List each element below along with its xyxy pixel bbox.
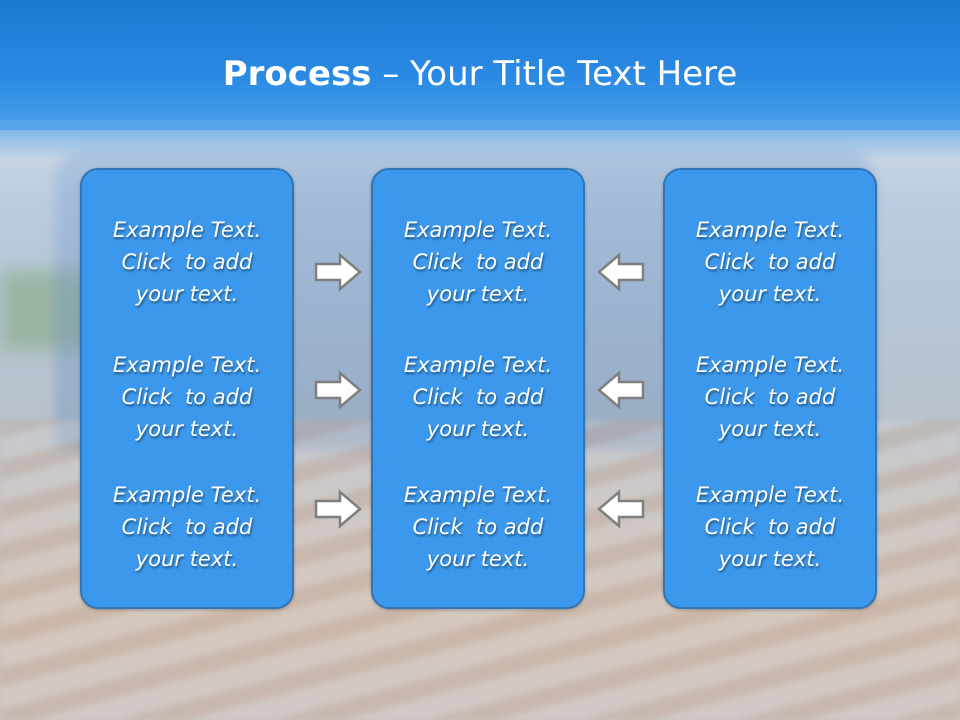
- text-line: Click to add: [704, 385, 836, 409]
- text-line: Click to add: [121, 515, 253, 539]
- text-block[interactable]: Example Text. Click to add your text.: [82, 214, 292, 310]
- text-line: Click to add: [704, 250, 836, 274]
- text-line: Example Text.: [695, 353, 845, 377]
- arrow-right-icon[interactable]: [314, 252, 362, 292]
- text-line: your text.: [718, 417, 822, 441]
- text-line: your text.: [135, 547, 239, 571]
- text-line: your text.: [718, 282, 822, 306]
- text-line: Example Text.: [403, 483, 553, 507]
- text-block[interactable]: Example Text. Click to add your text.: [665, 479, 875, 575]
- text-block[interactable]: Example Text. Click to add your text.: [373, 479, 583, 575]
- text-line: Example Text.: [695, 218, 845, 242]
- arrow-left-icon[interactable]: [597, 252, 645, 292]
- slide-title[interactable]: Process – Your Title Text Here: [0, 52, 960, 96]
- text-line: Example Text.: [695, 483, 845, 507]
- text-block[interactable]: Example Text. Click to add your text.: [665, 349, 875, 445]
- process-box-3[interactable]: Example Text. Click to add your text. Exam…: [663, 168, 877, 609]
- text-line: Click to add: [704, 515, 836, 539]
- text-block[interactable]: Example Text. Click to add your text.: [373, 214, 583, 310]
- text-line: Example Text.: [403, 218, 553, 242]
- process-box-1[interactable]: Example Text. Click to add your text. Exam…: [80, 168, 294, 609]
- text-line: your text.: [426, 282, 530, 306]
- slide-title-bold: Process: [222, 54, 372, 94]
- text-line: your text.: [135, 282, 239, 306]
- arrow-left-icon[interactable]: [597, 489, 645, 529]
- text-line: Example Text.: [112, 218, 262, 242]
- arrow-left-icon[interactable]: [597, 370, 645, 410]
- text-line: your text.: [426, 417, 530, 441]
- text-line: your text.: [426, 547, 530, 571]
- title-bar-fade: [0, 120, 960, 160]
- text-block[interactable]: Example Text. Click to add your text.: [665, 214, 875, 310]
- arrow-right-icon[interactable]: [314, 489, 362, 529]
- title-bar: [0, 0, 960, 130]
- text-line: Example Text.: [403, 353, 553, 377]
- text-line: Click to add: [412, 250, 544, 274]
- text-line: Example Text.: [112, 353, 262, 377]
- slide-title-rest: – Your Title Text Here: [371, 54, 738, 94]
- text-line: Example Text.: [112, 483, 262, 507]
- text-line: Click to add: [121, 385, 253, 409]
- arrow-right-icon[interactable]: [314, 370, 362, 410]
- text-line: Click to add: [412, 385, 544, 409]
- process-box-2[interactable]: Example Text. Click to add your text. Exam…: [371, 168, 585, 609]
- text-line: your text.: [135, 417, 239, 441]
- text-block[interactable]: Example Text. Click to add your text.: [82, 479, 292, 575]
- text-block[interactable]: Example Text. Click to add your text.: [82, 349, 292, 445]
- text-line: your text.: [718, 547, 822, 571]
- text-block[interactable]: Example Text. Click to add your text.: [373, 349, 583, 445]
- text-line: Click to add: [121, 250, 253, 274]
- text-line: Click to add: [412, 515, 544, 539]
